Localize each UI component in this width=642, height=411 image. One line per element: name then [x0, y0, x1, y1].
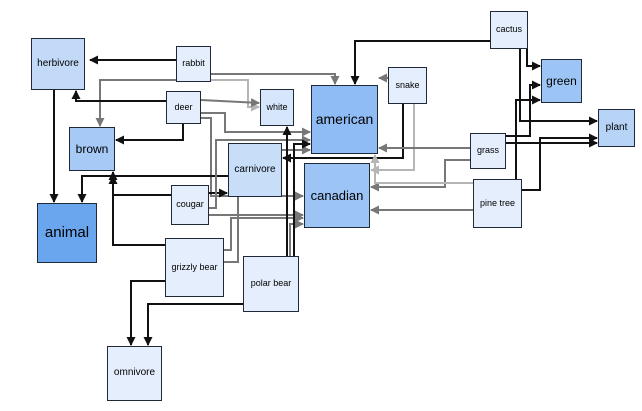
node-green: green — [541, 59, 582, 103]
edge-omnivore-to-animal — [293, 139, 311, 256]
edge-rabbit-to-brown — [95, 79, 180, 127]
edge-grizzly-bear-to-brown — [108, 175, 165, 246]
edge-grizzly-bear-to-canadian — [224, 213, 304, 251]
node-cougar: cougar — [171, 185, 209, 225]
edge-deer-to-brown — [115, 124, 184, 145]
edge-pine-tree-to-green — [515, 95, 541, 179]
node-american: american — [311, 85, 378, 154]
node-snake: snake — [388, 67, 427, 104]
edge-cactus-to-plant — [519, 49, 598, 126]
node-animal: animal — [37, 203, 97, 263]
edge-cactus-to-american — [350, 40, 490, 85]
node-white: white — [260, 89, 294, 126]
edge-cactus-to-green — [526, 39, 541, 71]
node-brown: brown — [69, 127, 115, 171]
node-deer: deer — [166, 91, 201, 124]
node-rabbit: rabbit — [176, 46, 211, 82]
node-pine-tree: pine tree — [473, 179, 522, 228]
edge-polar-bear-to-canadian — [289, 219, 304, 256]
edge-grass-to-green — [506, 80, 541, 137]
node-carnivore: carnivore — [228, 143, 282, 197]
node-polar-bear: polar bear — [243, 256, 299, 312]
node-canadian: canadian — [304, 163, 370, 228]
edge-snake-to-canadian — [370, 104, 415, 175]
edge-carnivore-to-animal — [77, 175, 228, 203]
node-plant: plant — [598, 109, 635, 147]
node-herbivore: herbivore — [31, 38, 85, 90]
edge-pine-tree-to-american — [370, 154, 473, 184]
edge-deer-to-american — [201, 112, 311, 137]
edge-grizzly-bear-to-omnivore — [126, 280, 165, 346]
node-grizzly-bear: grizzly bear — [165, 238, 224, 297]
edge-rabbit-to-american — [211, 73, 340, 85]
edge-deer-to-white — [200, 98, 260, 108]
node-cactus: cactus — [490, 11, 528, 49]
edge-pine-tree-to-plant — [522, 133, 598, 191]
edge-cougar-to-american — [209, 135, 311, 209]
node-grass: grass — [470, 133, 506, 169]
node-omnivore: omnivore — [107, 346, 162, 401]
edge-snake-to-carnivore — [282, 104, 404, 163]
edge-polar-bear-to-omnivore — [143, 303, 243, 346]
edge-deer-to-herbivore — [71, 90, 166, 102]
edge-grass-to-canadian — [370, 159, 470, 192]
